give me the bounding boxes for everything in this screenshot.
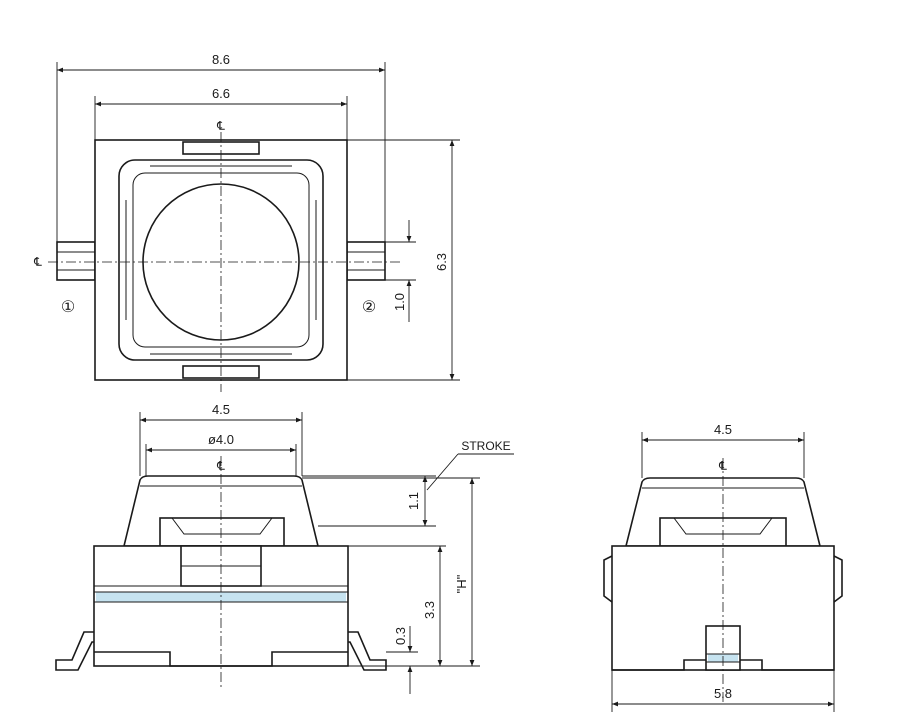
terminal-left bbox=[56, 241, 96, 281]
dim-actuator-width: 4.5 bbox=[212, 402, 230, 417]
terminal-2-label: ② bbox=[362, 299, 376, 316]
dim-height-body: 6.3 bbox=[434, 253, 449, 271]
top-view: 8.6 6.6 6.3 1.0 ℄ ℄ ① ② bbox=[33, 52, 460, 392]
centerline-mark-top: ℄ bbox=[216, 119, 225, 133]
dim-terminal-width: 1.0 bbox=[392, 293, 407, 311]
dim-body-height: 3.3 bbox=[422, 601, 437, 619]
terminal-1-label: ① bbox=[61, 299, 75, 316]
dim-side-body-width: 5.8 bbox=[714, 686, 732, 701]
dim-base-height: 0.3 bbox=[393, 627, 408, 645]
centerline-mark-front: ℄ bbox=[216, 459, 225, 473]
front-terminal-left bbox=[55, 631, 94, 671]
dim-side-actuator-width: 4.5 bbox=[714, 422, 732, 437]
dim-width-body: 6.6 bbox=[212, 86, 230, 101]
terminal-right bbox=[346, 241, 386, 281]
dim-stroke: 1.1 bbox=[406, 492, 421, 510]
stroke-label: STROKE bbox=[461, 439, 510, 453]
dim-overall-height: "H" bbox=[454, 574, 469, 593]
front-terminal-right bbox=[348, 631, 387, 671]
front-view: 4.5 ø4.0 ℄ STROKE 1.1 3.3 "H" 0.3 bbox=[55, 402, 514, 694]
centerline-mark-side: ℄ bbox=[718, 459, 727, 473]
centerline-mark-left: ℄ bbox=[33, 255, 42, 269]
dim-actuator-diameter: ø4.0 bbox=[208, 432, 234, 447]
dim-width-overall: 8.6 bbox=[212, 52, 230, 67]
side-view: 4.5 ℄ 5.8 bbox=[603, 422, 843, 712]
